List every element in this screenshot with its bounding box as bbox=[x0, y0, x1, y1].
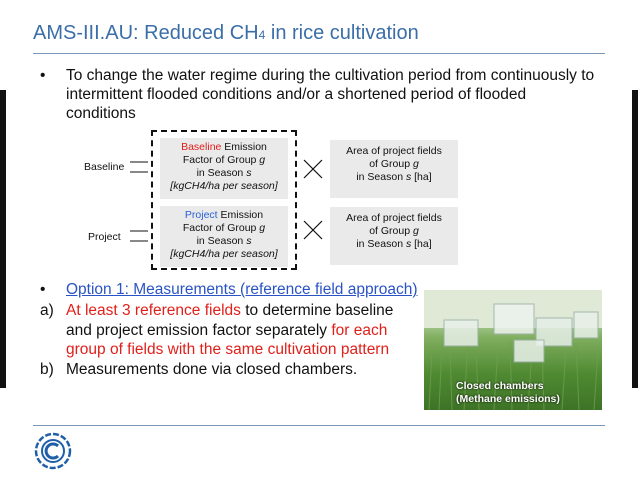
box-var: g bbox=[259, 154, 266, 166]
box-text: Area of project fields bbox=[346, 145, 442, 157]
caption-line-1: Closed chambers bbox=[456, 380, 544, 392]
photo-caption: Closed chambers (Methane emissions) bbox=[456, 380, 560, 406]
emission-factor-dashed-frame bbox=[151, 130, 297, 270]
option-1-link[interactable]: Option 1: Measurements (reference field … bbox=[66, 281, 418, 298]
item-a-label: a) bbox=[40, 302, 54, 320]
slide-title: AMS-III.AU: Reduced CH4 in rice cultivat… bbox=[33, 22, 419, 45]
box-text: Area of project fields bbox=[346, 212, 442, 224]
box-text: [ha] bbox=[411, 171, 432, 183]
bullet-water-regime-text: To change the water regime during the cu… bbox=[66, 67, 595, 122]
area-project-fields-box-2: Area of project fields of Group g in Sea… bbox=[330, 207, 458, 265]
option-bullet: • Option 1: Measurements (reference fiel… bbox=[40, 280, 420, 379]
bullet-dot: • bbox=[40, 67, 46, 84]
title-divider bbox=[33, 53, 605, 54]
box-unit: [kgCH4/ha per season] bbox=[170, 248, 278, 260]
left-edge-bar bbox=[0, 90, 6, 388]
item-a-highlight-2: for each group of fields with the same c… bbox=[66, 321, 390, 358]
footer-divider bbox=[33, 425, 605, 426]
box-text: in Season bbox=[356, 171, 406, 183]
row-label-baseline: Baseline bbox=[84, 161, 125, 173]
title-subscript: 4 bbox=[258, 28, 266, 42]
item-a-text: to determine baseline and project emissi… bbox=[66, 302, 394, 339]
item-b-text: Measurements done via closed chambers. bbox=[66, 361, 358, 379]
box-unit: [kgCH4/ha per season] bbox=[170, 180, 278, 192]
box-var: s bbox=[246, 167, 252, 179]
box-text: Emission bbox=[217, 209, 264, 221]
box-var: s bbox=[405, 171, 412, 183]
box-var: s bbox=[405, 238, 412, 250]
box-text: Emission bbox=[221, 141, 267, 153]
baseline-emission-factor-box: Baseline Emission Factor of Group g in S… bbox=[160, 138, 288, 199]
box-text: [ha] bbox=[411, 238, 432, 250]
box-text: of Group bbox=[369, 225, 413, 237]
photo-illustration bbox=[424, 290, 602, 410]
bullet-dot: • bbox=[40, 281, 46, 298]
unfccc-logo bbox=[34, 432, 72, 470]
box-var: g bbox=[412, 158, 419, 170]
caption-line-2: (Methane emissions) bbox=[456, 393, 560, 405]
area-project-fields-box-1: Area of project fields of Group g in Sea… bbox=[330, 140, 458, 198]
item-a-highlight-1: At least 3 reference fields bbox=[66, 302, 241, 320]
row-label-project: Project bbox=[88, 231, 121, 243]
box-var: g bbox=[259, 222, 266, 234]
title-text-end: in rice cultivation bbox=[265, 22, 419, 44]
baseline-word: Baseline bbox=[181, 141, 222, 153]
bullet-water-regime: • To change the water regime during the … bbox=[40, 66, 600, 123]
project-word: Project bbox=[184, 209, 218, 221]
box-text: in Season bbox=[196, 235, 247, 247]
project-emission-factor-box: Project Emission Factor of Group g in Se… bbox=[160, 206, 288, 267]
box-text: Factor of Group bbox=[182, 154, 260, 166]
title-text: AMS-III.AU: Reduced CH bbox=[33, 22, 259, 44]
box-text: in Season bbox=[356, 238, 406, 250]
box-text: of Group bbox=[369, 158, 413, 170]
closed-chambers-photo bbox=[424, 290, 602, 410]
right-edge-bar bbox=[632, 90, 638, 388]
box-text: in Season bbox=[196, 167, 247, 179]
box-text: Factor of Group bbox=[182, 222, 260, 234]
item-b-label: b) bbox=[40, 361, 54, 379]
box-var: s bbox=[246, 235, 252, 247]
box-var: g bbox=[412, 225, 419, 237]
